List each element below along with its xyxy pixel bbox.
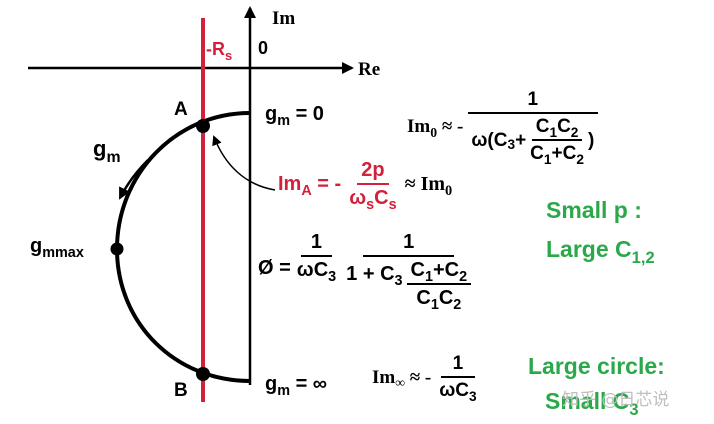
- im-axis-label: Im: [272, 8, 296, 29]
- ima-pointer-arrow: [212, 135, 276, 191]
- gmmax-label: gmmax: [30, 235, 84, 262]
- gm-infinity-label: gm = ∞: [265, 373, 328, 400]
- gm-arrow-label: gm: [93, 136, 121, 166]
- phi-equation: Ø = 1 ωC3 1 1 + C3 C1+C2 C1C2: [258, 231, 475, 312]
- origin-label: 0: [258, 38, 269, 58]
- ima-rhs: ≈ Im0: [404, 173, 453, 200]
- point-a-label: A: [174, 99, 188, 120]
- re-axis-label: Re: [358, 59, 381, 80]
- phi-lhs: Ø =: [258, 257, 291, 279]
- phi-fraction-2: 1 1 + C3 C1+C2 C1C2: [342, 232, 475, 312]
- gm-zero-label: gm = 0: [265, 103, 324, 130]
- iminf-fraction: 1 ωC3: [439, 353, 477, 404]
- phi-fraction-1: 1 ωC3: [296, 231, 337, 286]
- watermark-text: 知乎 @日芯说: [562, 390, 670, 410]
- note-large-c12: Large C1,2: [546, 236, 655, 267]
- note-large-circle: Large circle:: [528, 353, 665, 379]
- point-b-label: B: [174, 380, 188, 401]
- point-a: [196, 119, 210, 133]
- phi-inner-fraction: C1+C2 C1C2: [406, 260, 472, 312]
- ima-equation: ImA = - 2p ωsCs ≈ Im0: [278, 159, 453, 214]
- note-small-p: Small p :: [546, 197, 642, 223]
- point-gmmax: [110, 242, 124, 256]
- locus-semicircle: [114, 111, 251, 383]
- ima-lhs: ImA = -: [278, 173, 342, 200]
- iminf-equation: Im∞ ≈ - 1 ωC3: [372, 353, 481, 404]
- gm-direction-arrow: [118, 159, 149, 200]
- note-small-c3: Small C3: [545, 388, 639, 419]
- iminf-lhs: Im∞ ≈ -: [372, 366, 432, 391]
- im0-inner-fraction: C1C2 C1+C2: [530, 116, 584, 167]
- im0-lhs: Im0 ≈ -: [407, 116, 464, 140]
- ima-fraction: 2p ωsCs: [349, 159, 397, 214]
- point-b: [196, 367, 210, 381]
- rs-label: -Rs: [206, 39, 233, 63]
